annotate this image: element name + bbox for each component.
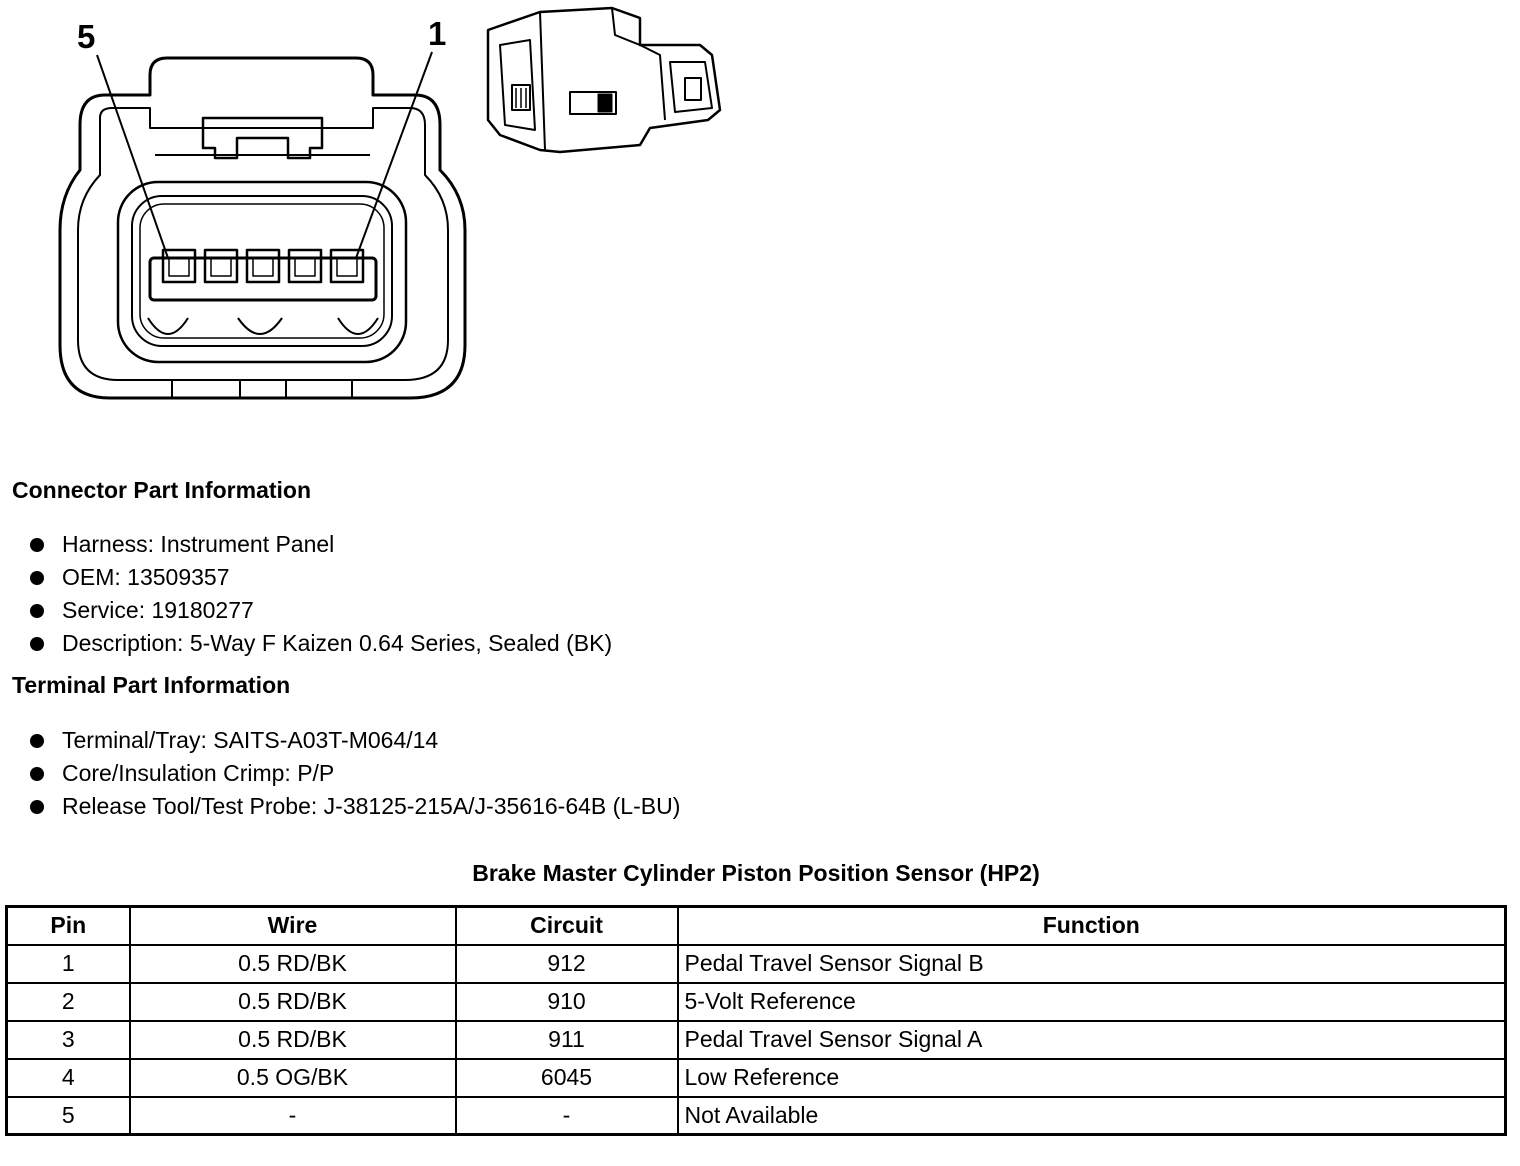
pin-cell: 4 xyxy=(5,1057,131,1098)
table-row: 5 - - Not Available xyxy=(5,1095,1507,1136)
column-header-wire: Wire xyxy=(128,905,457,946)
table-row: 2 0.5 RD/BK 910 5-Volt Reference xyxy=(5,981,1507,1022)
circuit-cell: 911 xyxy=(454,1019,679,1060)
table-row: 4 0.5 OG/BK 6045 Low Reference xyxy=(5,1057,1507,1098)
circuit-cell: 912 xyxy=(454,943,679,984)
wire-cell: 0.5 RD/BK xyxy=(128,943,457,984)
table-row: 3 0.5 RD/BK 911 Pedal Travel Sensor Sign… xyxy=(5,1019,1507,1060)
function-cell: Low Reference xyxy=(676,1057,1507,1098)
bullet-icon xyxy=(30,538,44,552)
list-item: Release Tool/Test Probe: J-38125-215A/J-… xyxy=(26,792,680,825)
callout-pin-5: 5 xyxy=(77,18,96,55)
wire-cell: 0.5 RD/BK xyxy=(128,1019,457,1060)
list-item: OEM: 13509357 xyxy=(26,563,612,596)
list-item: Core/Insulation Crimp: P/P xyxy=(26,759,680,792)
list-item: Terminal/Tray: SAITS-A03T-M064/14 xyxy=(26,726,680,759)
column-header-pin: Pin xyxy=(5,905,131,946)
bullet-icon xyxy=(30,734,44,748)
table-header-row: Pin Wire Circuit Function xyxy=(5,905,1507,946)
pin-cell: 2 xyxy=(5,981,131,1022)
circuit-cell: 6045 xyxy=(454,1057,679,1098)
terminal-part-info-list: Terminal/Tray: SAITS-A03T-M064/14 Core/I… xyxy=(26,726,680,825)
connector-part-info-list: Harness: Instrument Panel OEM: 13509357 … xyxy=(26,530,612,662)
pin-cell: 3 xyxy=(5,1019,131,1060)
pin-cell: 1 xyxy=(5,943,131,984)
pin-cell: 5 xyxy=(5,1095,131,1136)
function-cell: Not Available xyxy=(676,1095,1507,1136)
bullet-icon xyxy=(30,604,44,618)
connector-face-diagram xyxy=(58,6,722,400)
connector-part-info-heading: Connector Part Information xyxy=(12,477,312,503)
column-header-circuit: Circuit xyxy=(454,905,679,946)
circuit-cell: - xyxy=(454,1095,679,1136)
table-row: 1 0.5 RD/BK 912 Pedal Travel Sensor Sign… xyxy=(5,943,1507,984)
bullet-icon xyxy=(30,800,44,814)
function-cell: 5-Volt Reference xyxy=(676,981,1507,1022)
function-cell: Pedal Travel Sensor Signal B xyxy=(676,943,1507,984)
bullet-icon xyxy=(30,571,44,585)
list-item: Service: 19180277 xyxy=(26,596,612,629)
wire-cell: - xyxy=(128,1095,457,1136)
terminal-part-info-heading: Terminal Part Information xyxy=(12,672,291,698)
list-item: Description: 5-Way F Kaizen 0.64 Series,… xyxy=(26,629,612,662)
wire-cell: 0.5 RD/BK xyxy=(128,981,457,1022)
list-item: Harness: Instrument Panel xyxy=(26,530,612,563)
function-cell: Pedal Travel Sensor Signal A xyxy=(676,1019,1507,1060)
bullet-icon xyxy=(30,767,44,781)
callout-pin-1: 1 xyxy=(428,15,447,52)
pinout-table: Pin Wire Circuit Function 1 0.5 RD/BK 91… xyxy=(5,905,1507,1136)
bullet-icon xyxy=(30,637,44,651)
column-header-function: Function xyxy=(676,905,1507,946)
wire-cell: 0.5 OG/BK xyxy=(128,1057,457,1098)
table-title: Brake Master Cylinder Piston Position Se… xyxy=(472,860,1040,886)
circuit-cell: 910 xyxy=(454,981,679,1022)
